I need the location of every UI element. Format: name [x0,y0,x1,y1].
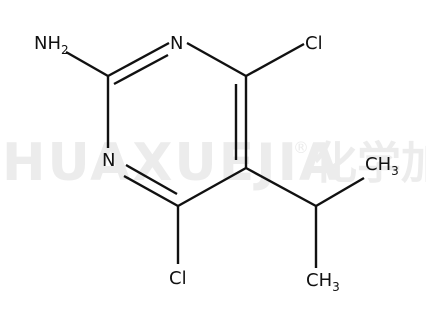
bond-c4-cl [245,42,305,78]
watermark-text: HUAXUEJIA [2,133,341,193]
bond-c2-n3-inner [113,53,169,86]
methyl-upper-label: CH3 [365,154,399,178]
methyl-lower-label: CH3 [306,270,340,294]
nitrogen-left-label: N [102,150,115,171]
chlorine-bottom-label: Cl [169,268,187,289]
watermark-registered: ® [293,138,309,157]
bond-c5-c6 [177,166,247,208]
watermark: HUAXUEJIA ® 化学加 [2,133,426,193]
amine-label: NH2 [34,33,69,57]
bond-c6-n1-inner [125,163,178,196]
bond-ch-ch3-upper [315,176,365,208]
bonds [65,41,365,268]
bond-c6-n1 [123,174,179,208]
nitrogen-top-label: N [170,33,183,54]
bond-c5-ch [245,166,317,208]
chlorine-top-label: Cl [305,33,323,54]
atom-labels: NH2 N N Cl Cl CH3 CH3 [34,33,399,294]
bond-c2-n3 [107,41,170,78]
bond-c2-nh2 [65,50,109,78]
bond-n3-c4 [186,41,247,78]
watermark-chinese: 化学加 [313,138,426,189]
